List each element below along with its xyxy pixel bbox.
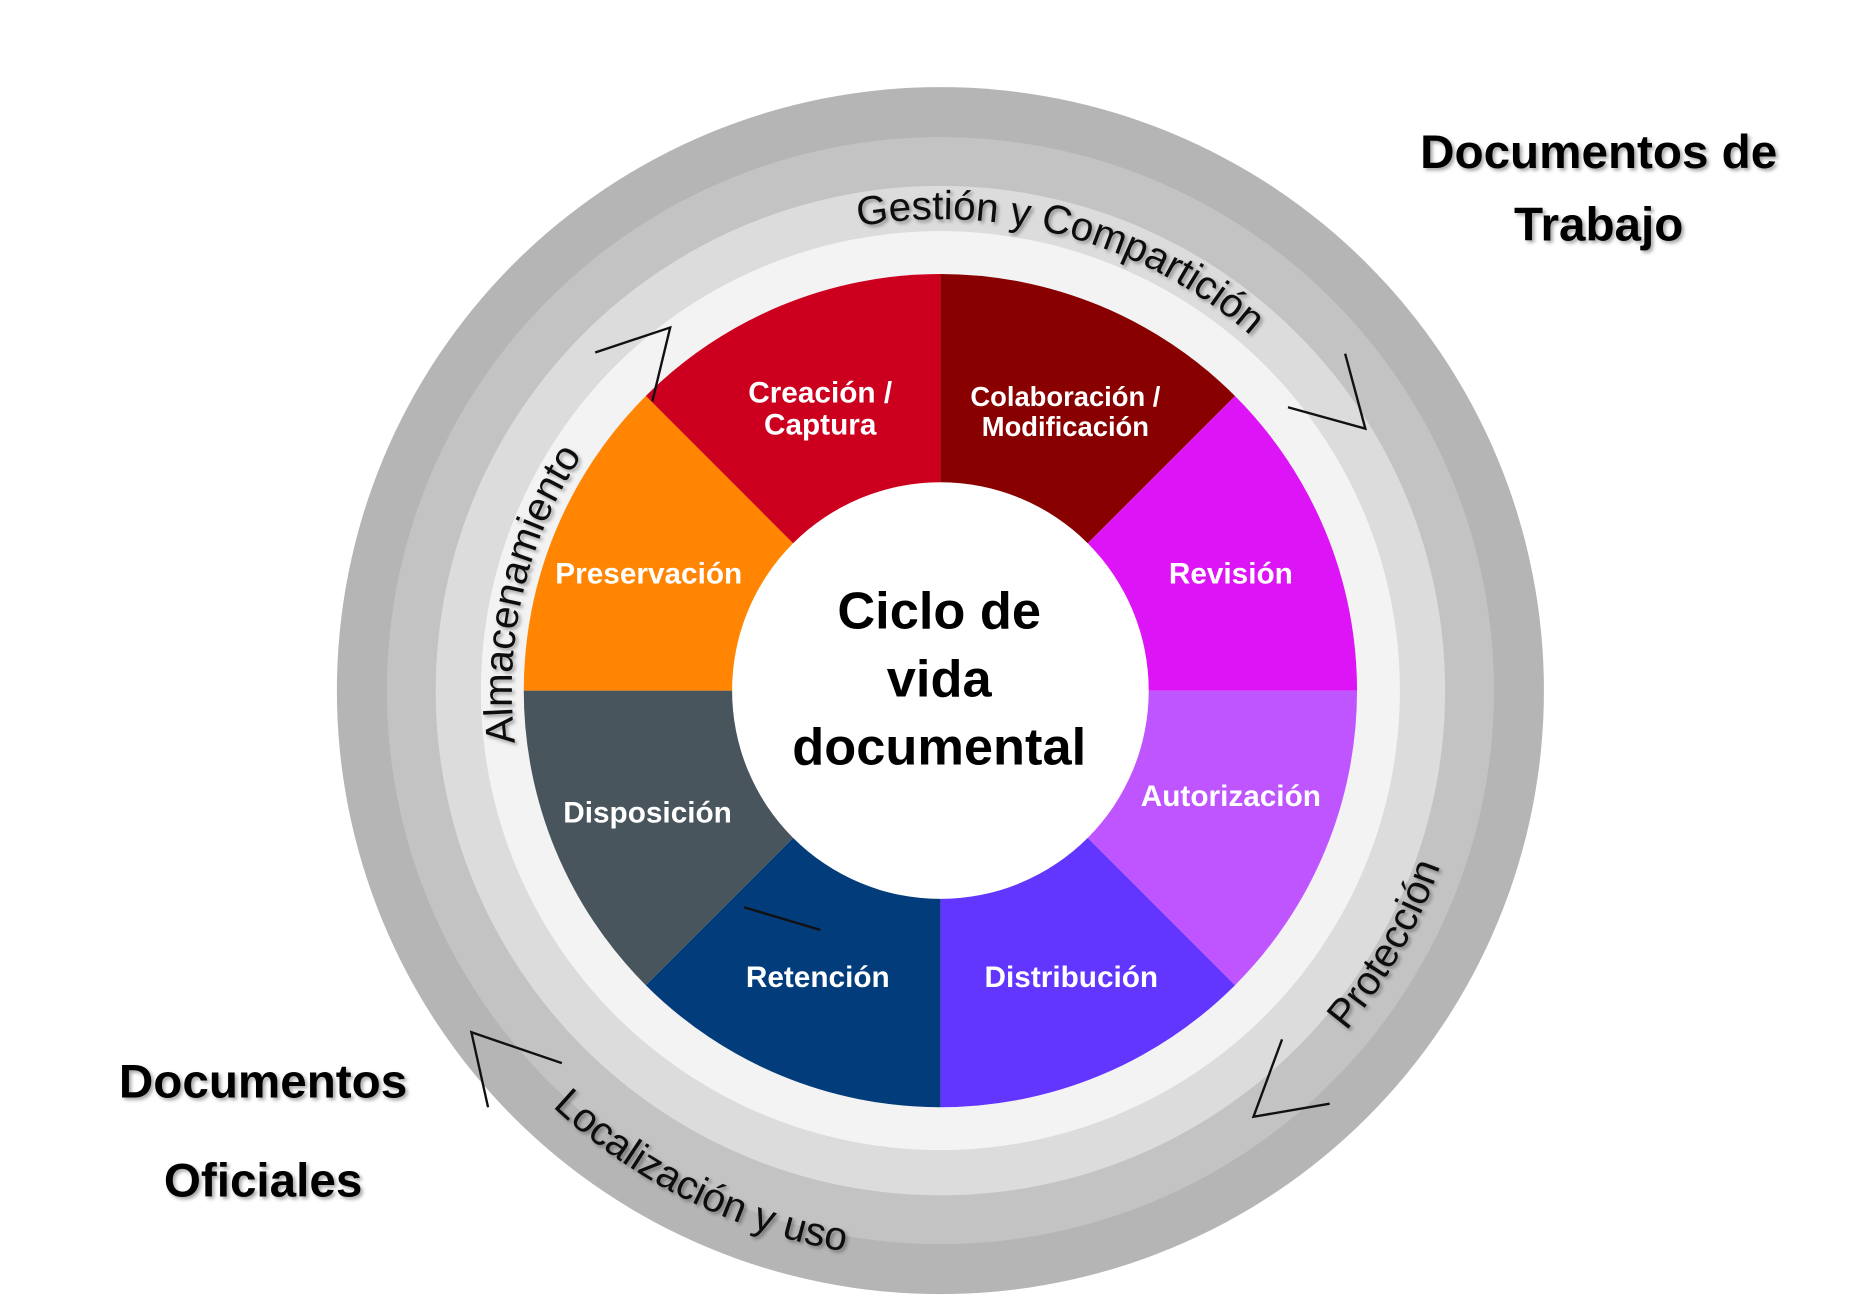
- segment-label-modificacion: Modificación: [982, 411, 1149, 442]
- work-documents-line1: Documentos de: [1420, 126, 1777, 179]
- segment-label-disposicion: Disposición: [563, 797, 732, 830]
- center-circle: [732, 482, 1149, 899]
- segment-label-distribucion: Distribución: [985, 961, 1159, 994]
- center-title: Ciclo de vida documental: [792, 583, 1086, 777]
- official-documents-line2: Oficiales: [164, 1155, 362, 1208]
- corner-labels: Documentos de Trabajo Documentos Oficial…: [119, 126, 1777, 1207]
- arrowhead-bottom-left-icon: [469, 1030, 563, 1108]
- arrowhead-top-left-icon: [594, 325, 672, 402]
- segment-label-creacion: Creación /: [748, 377, 892, 410]
- arrowhead-top-right-icon: [1287, 353, 1368, 431]
- segment-label-preservacion: Preservación: [555, 557, 742, 590]
- cycle-arrows: [469, 325, 1368, 1119]
- center-title-line3: documental: [792, 718, 1086, 776]
- center-title-line2: vida: [887, 651, 993, 709]
- segment-label-revision: Revisión: [1169, 557, 1293, 590]
- arrowhead-bottom-right-icon: [1251, 1038, 1330, 1119]
- segment-label-retencion: Retención: [746, 961, 890, 994]
- segment-label-colaboracion: Colaboración /: [970, 381, 1160, 412]
- segment-label-autorizacion: Autorización: [1141, 780, 1321, 813]
- segment-labels: Creación / Captura Colaboración / Modifi…: [555, 377, 1321, 994]
- segment-label-captura: Captura: [764, 409, 877, 442]
- work-documents-line2: Trabajo: [1514, 199, 1683, 252]
- center-title-line1: Ciclo de: [837, 583, 1041, 641]
- stray-line: [743, 906, 821, 932]
- official-documents-line1: Documentos: [119, 1056, 407, 1109]
